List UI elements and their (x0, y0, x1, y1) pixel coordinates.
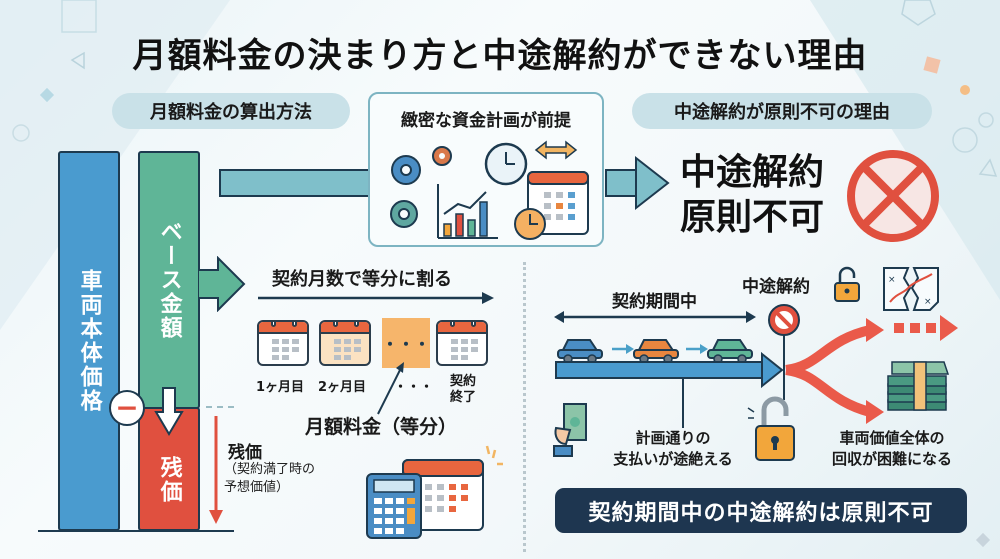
calendar-contract-end (436, 320, 488, 366)
month-label-1: 1ヶ月目 (256, 380, 305, 395)
residual-note-title: 残価 (228, 443, 262, 463)
diamond-decoration (39, 87, 55, 103)
triangle-right-decoration (978, 158, 998, 177)
vehicle-price-bar: 車両本体価格 (58, 151, 120, 531)
plan-arrow-shaft-left (219, 169, 371, 197)
base-amount-label: ベース金額 (156, 220, 182, 340)
money-in-hand-icon (553, 403, 587, 457)
headline-line1: 中途解約 (680, 152, 825, 193)
cancellation-flow-illustration (554, 304, 958, 428)
circle-small-decoration (978, 112, 994, 128)
small-arrow-icon-1 (612, 344, 634, 354)
svg-text:×: × (888, 275, 896, 285)
car-icon-green (707, 339, 753, 364)
contract-period-label: 契約期間中 (612, 292, 697, 312)
effect-value-recovery-difficult: 車両価値全体の 回収が困難になる (812, 428, 972, 470)
section-header-calculation: 月額料金の算出方法 (112, 93, 350, 129)
financial-plan-box: 緻密な資金計画が前提 (368, 92, 604, 247)
financial-plan-caption: 緻密な資金計画が前提 (401, 111, 571, 131)
square-outline-decoration (61, 0, 97, 33)
svg-text:×: × (924, 297, 932, 307)
prohibited-x-icon (847, 150, 939, 242)
section-header-reason: 中途解約が原則不可の理由 (632, 93, 932, 129)
plan-arrow (219, 155, 670, 211)
baseline (38, 530, 234, 532)
money-stack-icon (887, 361, 950, 411)
section-divider (523, 262, 526, 552)
small-clock-icon (514, 208, 546, 240)
red-split-arrows (785, 325, 872, 417)
car-icon-orange (633, 339, 679, 364)
circle-decoration (12, 124, 30, 142)
red-arrow-head-down (866, 400, 884, 424)
timeline-arrow (258, 292, 494, 304)
down-arrow-icon (154, 387, 184, 436)
effect2-line1: 車両価値全体の (839, 429, 945, 447)
stop-sign-icon (768, 304, 800, 336)
background-decoration-right (810, 0, 1000, 300)
orange-square-decoration (923, 56, 941, 74)
ellipsis-text: ・・・ (382, 335, 431, 354)
diamond-bottom-decoration (975, 532, 991, 548)
road-arrow (555, 351, 784, 389)
month-label-2: 2ヶ月目 (318, 380, 367, 395)
plan-arrow-shaft-right (605, 169, 637, 197)
effect1-line1: 計画通りの (635, 429, 711, 447)
circle-large-decoration (952, 127, 978, 153)
monthly-fee-label: 月額料金（等分） (305, 416, 458, 438)
month-label-ellipsis: ・・・ (394, 380, 434, 395)
orange-dot-decoration (960, 85, 970, 95)
month-label-end-line1: 契約 (450, 374, 477, 389)
triangle-decoration (70, 51, 85, 70)
effect1-line2: 支払いが途絶える (613, 450, 733, 468)
unlocked-padlock-large-icon (747, 396, 795, 461)
split-arrow (198, 256, 246, 312)
gear-icon-blue (391, 155, 421, 185)
calendar-icon-large (402, 459, 484, 531)
red-arrow-head-up (866, 318, 884, 342)
clock-icon (484, 142, 528, 186)
base-amount-bar: ベース金額 (138, 151, 200, 409)
calendar-month-1 (257, 320, 309, 366)
unlocked-padlock-icon (834, 266, 860, 302)
sparkle-icon (485, 445, 503, 466)
residual-note-line1: （契約満了時の (224, 462, 316, 477)
calculator-icon (366, 473, 422, 539)
bar-chart-icon (437, 184, 498, 239)
residual-note: （契約満了時の 予想価値） (224, 461, 315, 497)
dashed-red-arrow (894, 315, 958, 341)
effect-payment-stops: 計画通りの 支払いが途絶える (608, 428, 738, 470)
car-icon-blue (557, 339, 603, 364)
residual-note-line2: 予想価値） (224, 480, 290, 496)
small-arrow-icon-2 (686, 344, 708, 354)
contract-period-arrow (554, 311, 756, 323)
conclusion-banner: 契約期間中の中途解約は原則不可 (555, 488, 967, 533)
minus-symbol: − (115, 391, 139, 424)
cancellation-not-allowed-headline: 中途解約 原則不可 (680, 150, 824, 240)
red-down-arrow-head (209, 510, 223, 524)
broken-plan-icon: × × (883, 267, 939, 311)
cancellation-label: 中途解約 (742, 277, 810, 297)
plan-arrow-head (635, 155, 670, 211)
month-label-end: 契約 終了 (450, 374, 476, 407)
hexagon-decoration (901, 0, 936, 26)
ellipsis-month-block: ・・・ (382, 318, 430, 368)
minus-icon: − (109, 390, 145, 426)
vehicle-price-label: 車両本体価格 (76, 269, 102, 413)
residual-label: 残価 (156, 456, 182, 504)
effect2-line2: 回収が困難になる (831, 450, 952, 468)
calendar-month-2 (319, 320, 371, 366)
financial-plan-illustration (390, 140, 589, 240)
headline-line2: 原則不可 (680, 197, 825, 238)
gear-icon-orange (432, 146, 452, 166)
split-label: 契約月数で等分に割る (272, 269, 452, 290)
double-arrow-icon (534, 140, 578, 160)
pointer-arrow (377, 362, 404, 415)
residual-indicator (206, 406, 234, 524)
page-title: 月額料金の決まり方と中途解約ができない理由 (132, 36, 868, 76)
gear-icon-teal (390, 200, 418, 228)
month-label-end-line2: 終了 (450, 390, 477, 406)
calculator-calendar-illustration (366, 445, 503, 539)
